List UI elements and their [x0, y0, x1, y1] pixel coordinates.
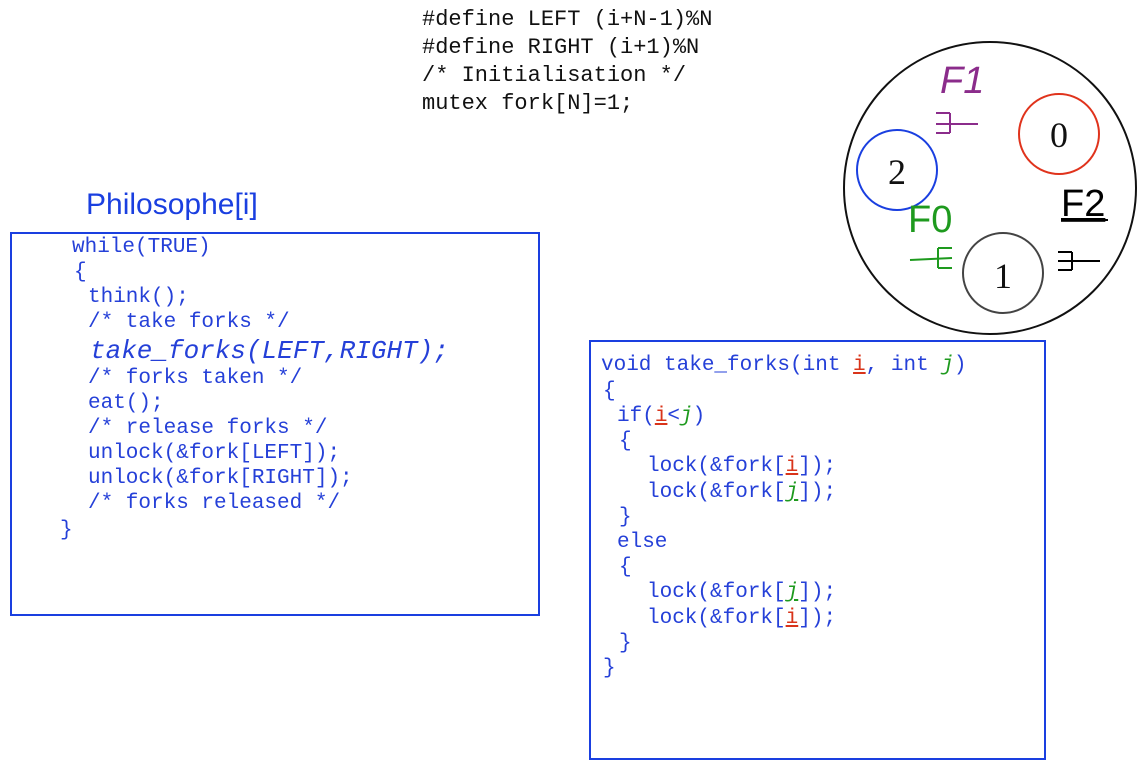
philosopher-code-box: while(TRUE) { think(); /* take forks */ … [10, 232, 540, 616]
define-left: #define LEFT (i+N-1)%N [422, 7, 713, 32]
tf-sig-end: ) [953, 354, 967, 377]
tf-close-brace: } [603, 657, 616, 680]
lock-prefix: lock(&fork[ [647, 581, 786, 604]
var-i: i [785, 607, 799, 630]
fork-f2-label: F2 [1061, 183, 1105, 225]
fork-f0-label: F0 [908, 199, 952, 241]
if-prefix: if( [617, 405, 655, 428]
if-close-brace: } [619, 506, 632, 529]
fork-f1-icon [936, 112, 978, 134]
code-line: /* forks taken */ [88, 367, 303, 390]
lock-suffix: ]); [798, 481, 837, 504]
philosopher-2-circle [856, 129, 938, 211]
philosopher-0-label: 0 [1050, 115, 1068, 155]
var-i: i [853, 354, 866, 377]
if-end: ) [692, 405, 706, 428]
code-line: /* forks released */ [88, 492, 341, 515]
else-close-brace: } [619, 632, 632, 655]
table-circle [843, 41, 1137, 335]
mutex-decl: mutex fork[N]=1; [422, 91, 634, 116]
lock-line: lock(&fork[j]); [647, 481, 836, 504]
fork-f2-icon [1058, 251, 1100, 271]
code-line: /* take forks */ [88, 311, 290, 334]
lock-line: lock(&fork[i]); [647, 455, 836, 478]
take-forks-code-box: void take_forks(int i, int j) { if(i<j) … [589, 340, 1046, 760]
var-j: j [785, 581, 799, 604]
var-j: j [680, 405, 693, 428]
define-right: #define RIGHT (i+1)%N [422, 35, 700, 60]
else-open-brace: { [619, 556, 632, 579]
if-open-brace: { [619, 430, 632, 453]
var-i: i [654, 405, 668, 428]
lock-line: lock(&fork[i]); [647, 607, 836, 630]
philosopher-1-label: 1 [994, 256, 1012, 296]
fork-f1-label: F1 [940, 60, 984, 102]
tf-if-line: if(i<j) [617, 405, 705, 428]
philosopher-1-circle [962, 232, 1044, 314]
code-line: /* release forks */ [88, 417, 328, 440]
lock-prefix: lock(&fork[ [647, 455, 786, 478]
lock-suffix: ]); [798, 607, 837, 630]
philosopher-0-circle [1018, 93, 1100, 175]
lock-line: lock(&fork[j]); [647, 581, 836, 604]
philosopher-2-label: 2 [888, 152, 906, 192]
code-line: unlock(&fork[RIGHT]); [88, 467, 353, 490]
lock-suffix: ]); [798, 581, 837, 604]
lock-prefix: lock(&fork[ [647, 607, 786, 630]
tf-signature: void take_forks(int i, int j) [601, 354, 967, 377]
init-comment: /* Initialisation */ [422, 63, 687, 88]
defines-block: #define LEFT (i+N-1)%N #define RIGHT (i+… [422, 6, 712, 118]
code-line: { [74, 261, 87, 284]
code-line: while(TRUE) [72, 236, 211, 259]
code-line: unlock(&fork[LEFT]); [88, 442, 341, 465]
code-line: think(); [88, 286, 189, 309]
if-lt: < [667, 405, 681, 428]
else-keyword: else [617, 531, 668, 554]
code-line: eat(); [88, 392, 164, 415]
code-line: } [60, 519, 73, 542]
var-j: j [941, 354, 954, 377]
lock-prefix: lock(&fork[ [647, 481, 786, 504]
tf-open-brace: { [603, 380, 616, 403]
fork-f0-icon [909, 247, 953, 269]
code-line-take-forks: take_forks(LEFT,RIGHT); [90, 336, 449, 366]
tf-sig-mid: , int [865, 354, 942, 377]
var-i: i [785, 455, 799, 478]
tf-sig-prefix: void take_forks(int [601, 354, 854, 377]
lock-suffix: ]); [798, 455, 837, 478]
philosopher-title: Philosophe[i] [86, 188, 258, 221]
var-j: j [785, 481, 799, 504]
